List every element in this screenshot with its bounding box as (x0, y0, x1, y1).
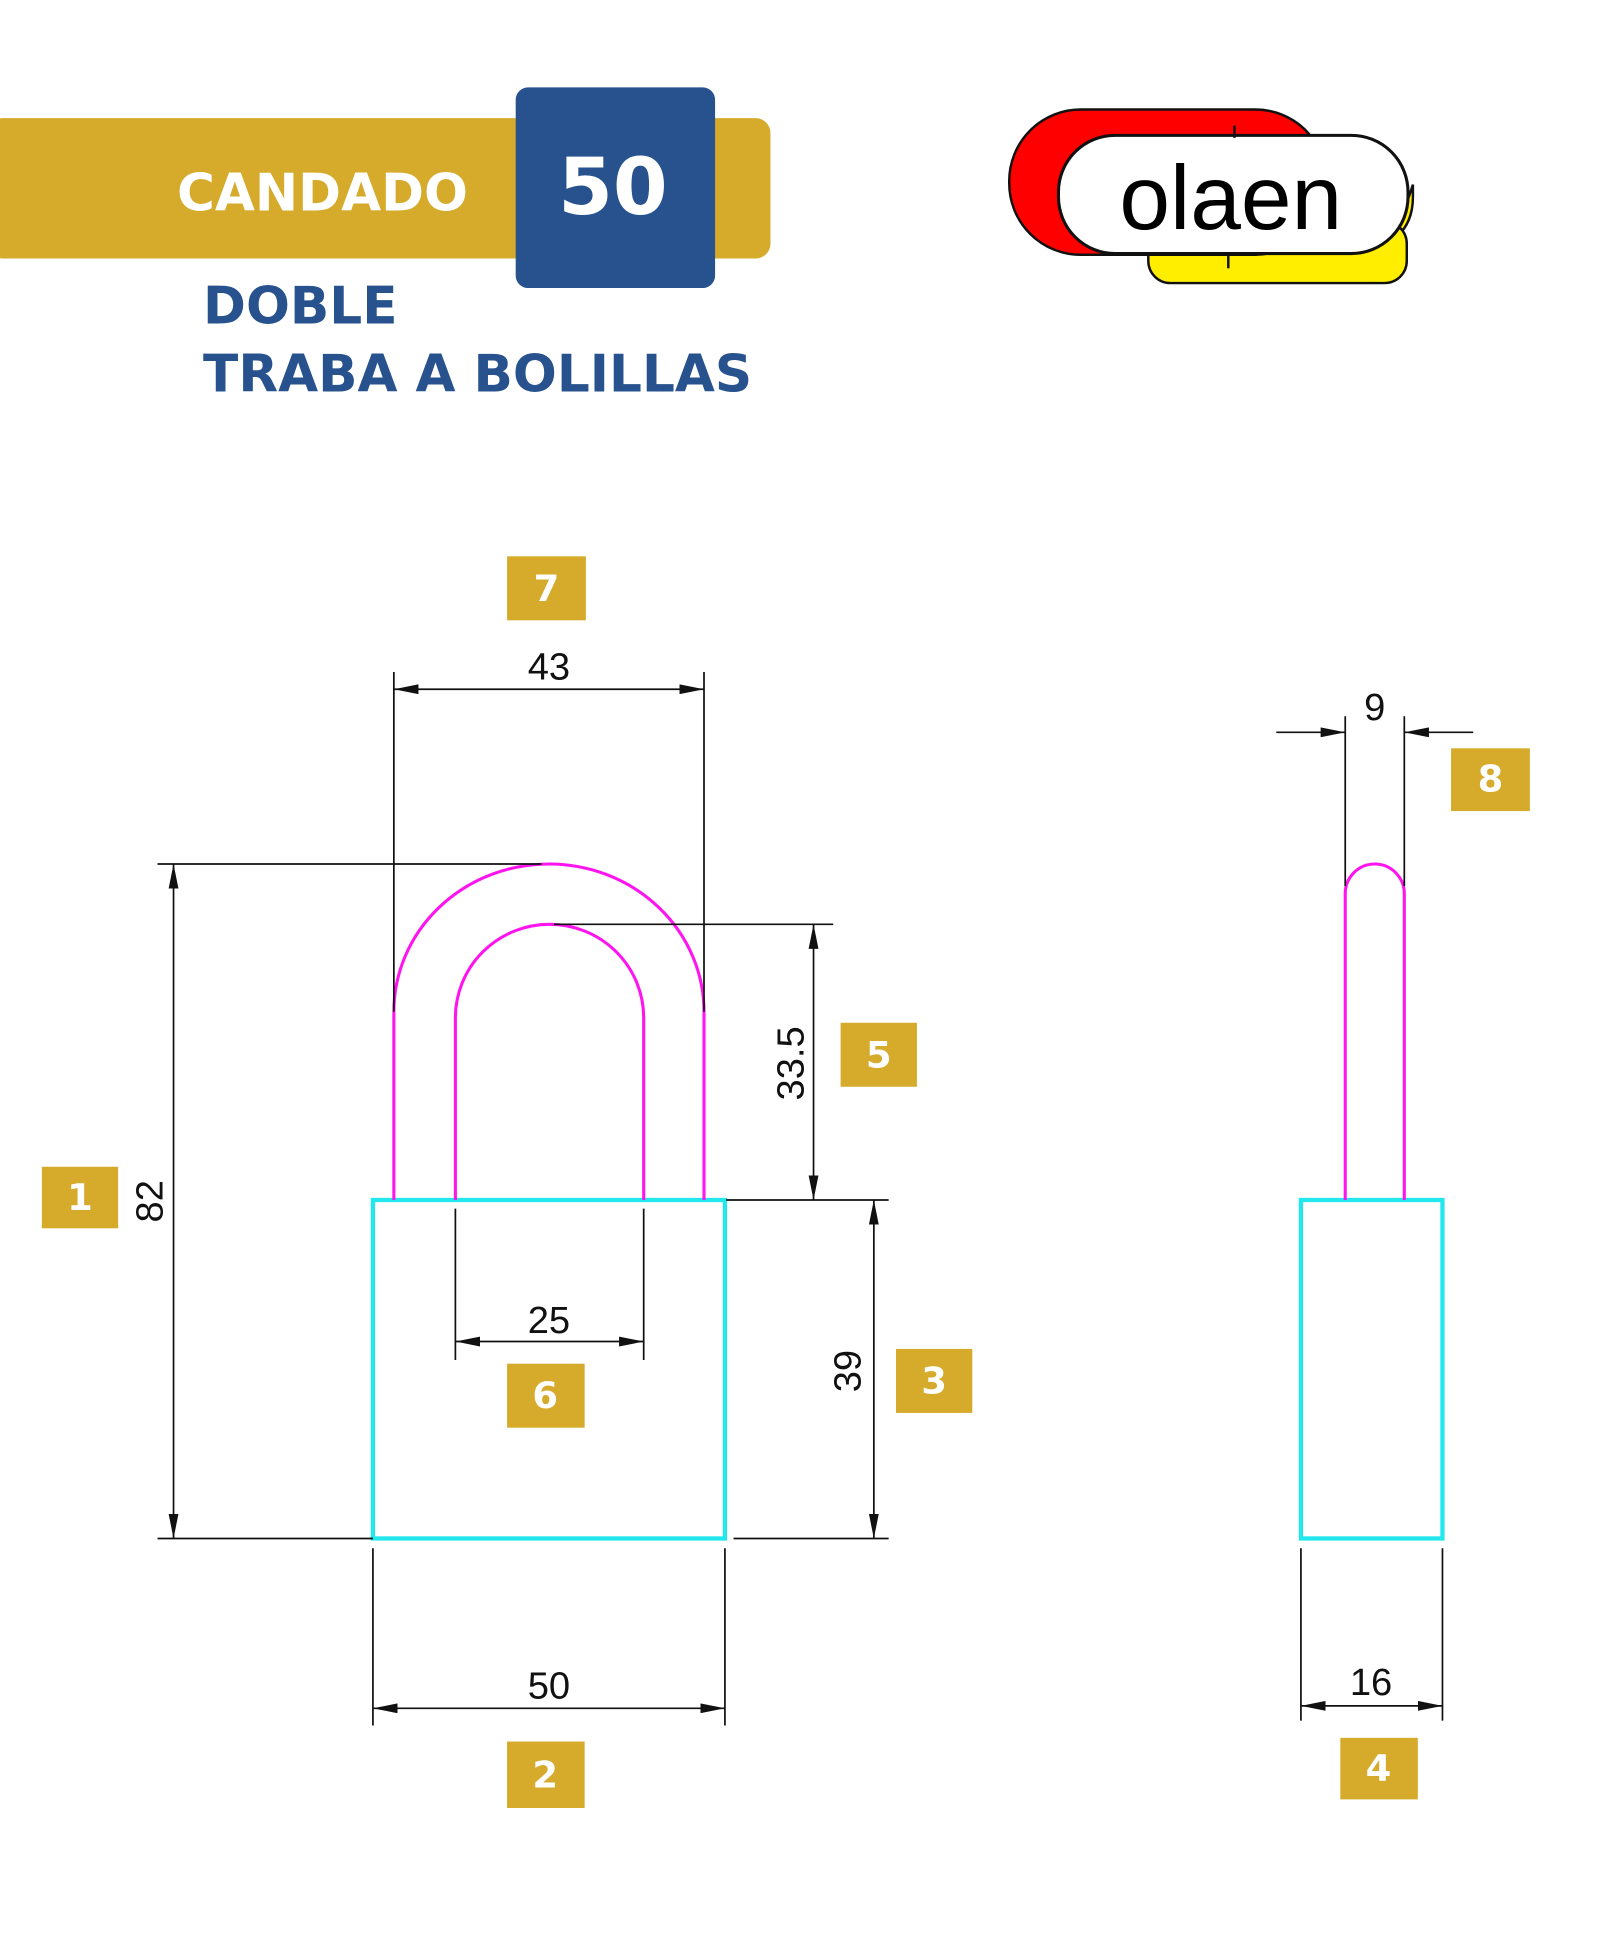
olaen-logo: olaen (1008, 108, 1415, 285)
padlock-body-side (1298, 1197, 1445, 1541)
badge-8: 8 (1451, 748, 1530, 812)
dim-label-25: 25 (528, 1299, 570, 1342)
shackle-outer (392, 862, 706, 1200)
svg-text:3: 3 (921, 1359, 947, 1402)
logo-text: olaen (1119, 148, 1342, 249)
dimension-25: 25 (454, 1208, 645, 1360)
svg-text:6: 6 (532, 1374, 558, 1417)
badge-7: 7 (507, 556, 586, 621)
subtitle-line2: TRABA A BOLILLAS (203, 344, 752, 404)
dim-label-50: 50 (528, 1664, 570, 1707)
padlock-body-front (370, 1197, 728, 1541)
header-banner: CANDADO 50 DOBLE TRABA A BOLILLAS (0, 87, 771, 404)
product-size: 50 (558, 141, 668, 233)
badge-6: 6 (507, 1363, 585, 1428)
badge-5: 5 (840, 1022, 917, 1087)
badge-1: 1 (41, 1166, 119, 1229)
dim-label-9: 9 (1364, 686, 1385, 729)
svg-text:4: 4 (1366, 1747, 1392, 1790)
dim-label-43: 43 (528, 645, 570, 688)
dimension-43: 43 (392, 645, 705, 1012)
svg-text:2: 2 (532, 1753, 558, 1796)
dimension-50: 50 (372, 1548, 726, 1726)
product-title: CANDADO (177, 163, 468, 223)
dimension-39: 39 (733, 1200, 889, 1540)
shackle-inner (453, 922, 646, 1200)
svg-text:7: 7 (534, 567, 560, 610)
dim-label-39: 39 (826, 1350, 869, 1392)
dim-label-33-5: 33.5 (770, 1026, 813, 1100)
dimension-33-5: 33.5 (553, 923, 889, 1201)
svg-text:1: 1 (67, 1176, 93, 1219)
svg-text:8: 8 (1478, 758, 1504, 801)
badge-3: 3 (896, 1348, 973, 1413)
dimension-9: 9 (1276, 686, 1474, 887)
dimension-16: 16 (1300, 1548, 1444, 1721)
shackle-side (1343, 862, 1406, 1200)
dim-label-16: 16 (1350, 1661, 1392, 1704)
svg-text:5: 5 (866, 1033, 892, 1076)
subtitle-line1: DOBLE (203, 277, 397, 337)
badge-2: 2 (507, 1741, 585, 1808)
badge-4: 4 (1340, 1737, 1418, 1800)
size-box (515, 87, 716, 288)
dim-label-82: 82 (128, 1180, 171, 1222)
dimension-82: 82 (128, 863, 542, 1540)
